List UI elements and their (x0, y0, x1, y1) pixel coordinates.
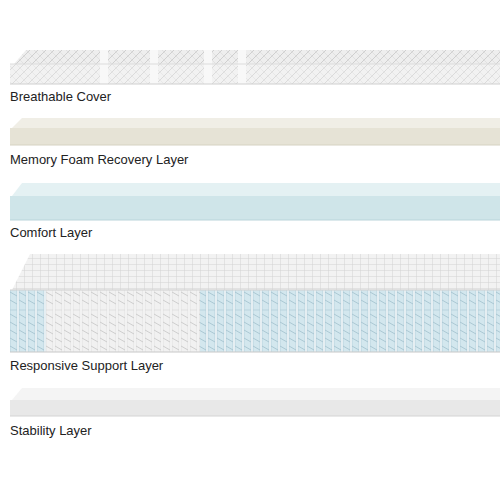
layer-label: Comfort Layer (8, 225, 94, 241)
layer-label: Stability Layer (8, 423, 94, 439)
layer-label: Memory Foam Recovery Layer (8, 152, 190, 168)
layer-label: Breathable Cover (8, 89, 113, 105)
layer-label: Responsive Support Layer (8, 358, 165, 374)
